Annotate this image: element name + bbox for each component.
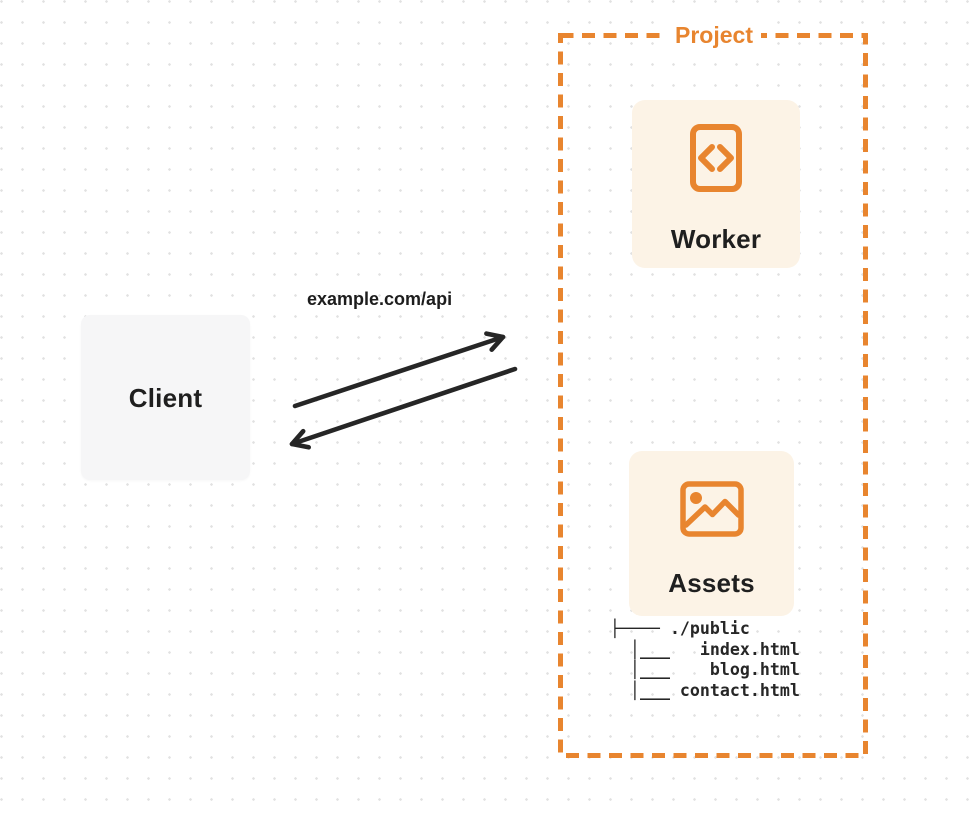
worker-label: Worker [670,224,762,254]
assets-node: Assets [629,451,794,616]
assets-label: Assets [668,568,755,598]
request-arrowhead-icon [484,331,506,352]
image-icon [679,481,744,542]
project-boundary-label: Project [667,21,761,50]
file-tree-item: │___ index.html [610,639,800,659]
response-arrow [289,366,518,450]
request-arrow [292,331,506,409]
file-tree-item: │___ blog.html [610,660,800,680]
worker-node: Worker [632,100,800,268]
client-node: Client [81,315,250,480]
file-tree-root: ├──── ./public [610,619,750,638]
response-arrowhead-icon [289,428,311,450]
file-tree-item: │___ contact.html [610,680,800,700]
request-url-label: example.com/api [307,289,453,309]
client-label: Client [128,382,203,413]
assets-file-tree: ├──── ./public │___ index.html │___ blog… [610,619,800,701]
code-file-icon [690,124,742,197]
